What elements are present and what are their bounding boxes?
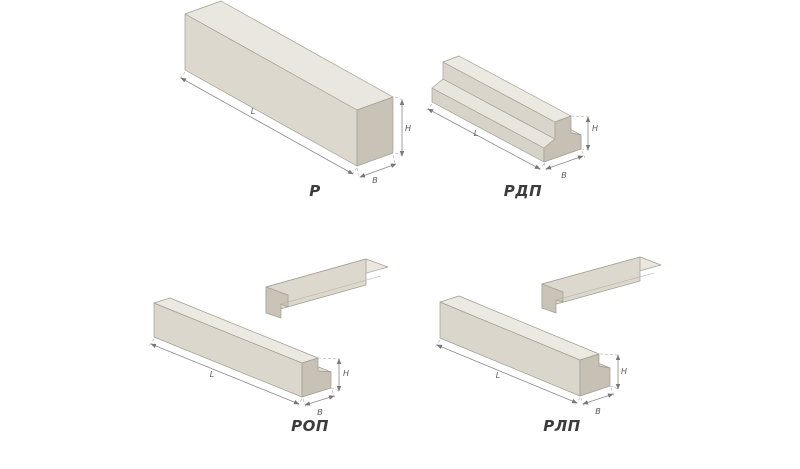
beam-body [153, 297, 332, 398]
dimension-length: L [425, 103, 545, 172]
length-label: L [496, 371, 500, 380]
dimension-line [427, 108, 541, 170]
caption-rlp: РЛП [543, 417, 581, 435]
beam-end-face [301, 357, 332, 398]
dimension-length: L [178, 71, 358, 177]
dimension-height: Н [317, 357, 349, 392]
extension-line [356, 167, 360, 179]
width-label: В [595, 407, 601, 416]
dimension-width: В [302, 389, 336, 417]
dimension-width: В [356, 154, 397, 185]
dimension-line [545, 155, 584, 170]
figure-rop: L В Н [138, 245, 408, 420]
extension-line [350, 167, 358, 177]
length-label: L [251, 107, 255, 116]
width-label: В [561, 171, 567, 180]
dimension-height: Н [599, 353, 627, 390]
extension-line [392, 154, 396, 166]
figure-r-drawing: L В Н [178, 0, 411, 185]
dimension-line [436, 344, 578, 404]
figure-rlp-drawing: L В Н [434, 256, 662, 416]
extension-line [394, 152, 405, 157]
extension-line [317, 357, 341, 360]
extension-line [543, 162, 548, 172]
extension-line [574, 397, 581, 406]
dimension-line [359, 163, 397, 178]
extension-line [581, 150, 586, 159]
dimension-length: L [434, 339, 581, 406]
figure-rdp-drawing: L В Н [425, 55, 598, 180]
dimension-height: Н [394, 96, 411, 157]
figure-rop-drawing: L В Н [148, 258, 389, 417]
extension-line [434, 339, 441, 348]
section-piece [541, 256, 662, 314]
length-label: L [474, 129, 478, 138]
extension-line [178, 71, 186, 81]
extension-line [599, 353, 620, 356]
piece-shelf-edge [280, 275, 382, 305]
width-label: В [372, 176, 378, 185]
beam-body [184, 0, 394, 167]
extension-line [570, 115, 590, 118]
extension-line [296, 398, 303, 407]
dimension-line [150, 343, 300, 405]
dimension-width: В [580, 387, 615, 416]
piece-shelf-edge [555, 272, 655, 301]
dimension-height: Н [570, 115, 598, 151]
height-label: Н [621, 367, 627, 376]
section-piece [265, 258, 389, 319]
dimension-line [304, 395, 335, 406]
figure-r: L В Н [135, 0, 415, 185]
extension-line [537, 163, 545, 172]
length-label: L [210, 370, 214, 379]
extension-line [302, 398, 307, 408]
dimension-length: L [148, 338, 303, 407]
dimension-line [180, 77, 354, 175]
dimension-line [582, 393, 614, 405]
figure-rdp: L В Н [408, 6, 623, 181]
caption-r: Р [309, 182, 321, 200]
caption-rdp: РДП [503, 182, 543, 200]
height-label: Н [592, 124, 598, 133]
beam-end-face [356, 96, 394, 167]
height-label: Н [405, 124, 411, 133]
extension-line [580, 397, 585, 407]
beam-body [431, 55, 582, 163]
beam-end-face [579, 353, 611, 397]
extension-line [425, 103, 433, 112]
extension-line [394, 96, 405, 101]
figure-rlp: L В Н [420, 248, 670, 423]
height-label: Н [343, 369, 349, 378]
dimension-width: В [543, 150, 586, 180]
caption-rop: РОП [291, 417, 329, 435]
beam-body [439, 295, 611, 397]
extension-line [148, 338, 155, 347]
width-label: В [317, 408, 323, 417]
